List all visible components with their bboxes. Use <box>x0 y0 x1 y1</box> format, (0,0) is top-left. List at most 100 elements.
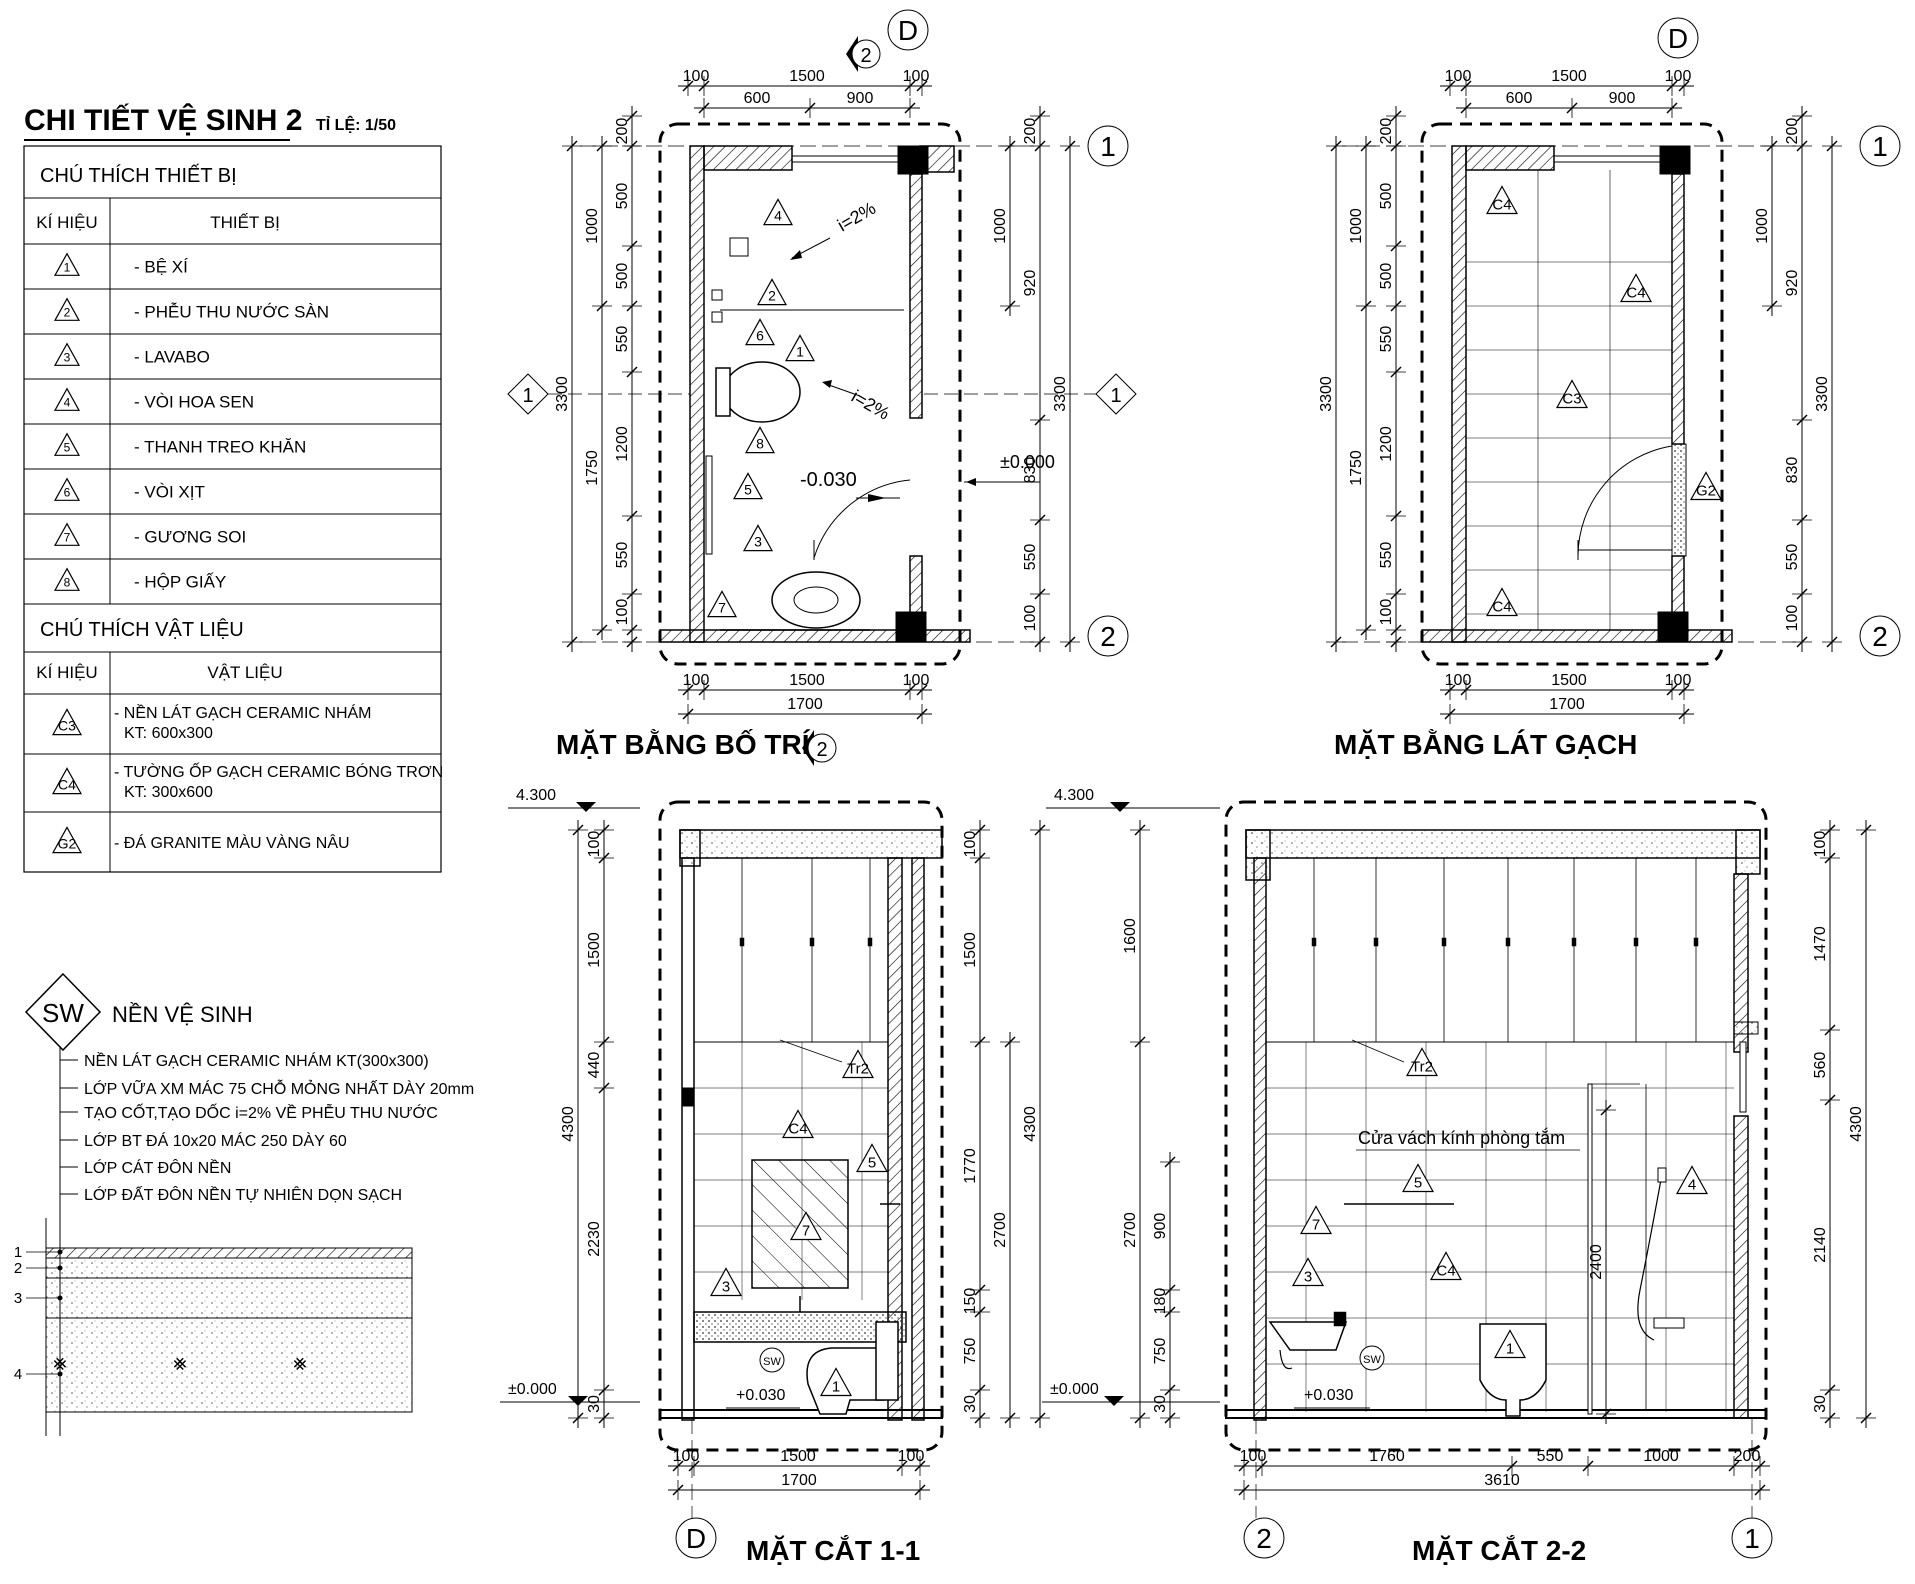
plan2-top-dim-a-2: 100 <box>1665 68 1692 85</box>
floor-marker-dot-3 <box>57 1295 63 1301</box>
sec2-right-dim-a-2: 560 <box>1812 1052 1829 1079</box>
sec2-level-base: ±0.000 <box>1050 1381 1099 1398</box>
sec1-bottom-dim-total-0: 1700 <box>781 1472 817 1489</box>
plan2-column-bottom <box>1657 611 1689 643</box>
plan1-left-dim-b-1: 1750 <box>584 450 601 486</box>
equipment-sym-1-label: 1 <box>64 260 71 274</box>
sec2-hanger-6 <box>1693 937 1699 947</box>
plan1-slope-arrow-2 <box>822 380 832 388</box>
plan2-wall-top <box>1465 145 1555 171</box>
sec2-right-dim-total-0: 4300 <box>1848 1106 1865 1142</box>
sec2-tag-5-1-label: 5 <box>1414 1175 1422 1192</box>
plan2-granite-sill <box>1671 443 1687 557</box>
plan1-wall-right-upper <box>909 173 923 419</box>
material-item-2: - TƯỜNG ỐP GẠCH CERAMIC BÓNG TRƠN <box>114 761 443 781</box>
sheet-header: CHI TIẾT VỆ SINH 2 TỈ LỆ: 1/50 <box>24 103 396 141</box>
sec2-shower-height-0: 2400 <box>1588 1244 1605 1280</box>
plan1-column-bottom <box>895 611 927 643</box>
sec1-boundary <box>658 800 944 1452</box>
plan2-top-dim-a-1: 1500 <box>1551 68 1587 85</box>
sec1-right-dim-a-3: 150 <box>962 1288 979 1315</box>
plan1-bottom-dim-a-2: 100 <box>903 672 930 689</box>
sec1-vanity-counter <box>693 1311 907 1343</box>
plan1-door-swing <box>813 479 911 559</box>
sec1-right-dim-a-4: 750 <box>962 1338 979 1365</box>
sec2-left-dim-b-0: 900 <box>1152 1213 1169 1240</box>
equipment-item-4: - VÒI HOA SEN <box>134 393 254 412</box>
material-item-1: - NỀN LÁT GẠCH CERAMIC NHÁM <box>114 703 372 722</box>
plan1-level-outside: ±0.000 <box>1000 452 1055 472</box>
plan2-left-dim-a-6: 100 <box>1378 599 1395 626</box>
floor-layer-5: LỚP CÁT ĐÔN NỀN <box>84 1158 231 1177</box>
sec2-right-dim-a-3: 2140 <box>1812 1227 1829 1263</box>
equipment-sym-5 <box>53 432 81 456</box>
plan2-left-dim-a-1: 500 <box>1378 183 1395 210</box>
sec2-sw-label: SW <box>1363 1354 1381 1366</box>
sec2-level-floor: +0.030 <box>1304 1387 1353 1404</box>
plan1-left-dim-a-5: 550 <box>614 542 631 569</box>
plan2-left-dim-a-0: 200 <box>1378 118 1395 145</box>
material-sym-c3 <box>51 708 83 736</box>
sec2-wall-left <box>1253 857 1267 1421</box>
sec1-tag-7-label: 7 <box>802 1223 810 1240</box>
sec1-tag-c4-label: C4 <box>788 1121 807 1138</box>
sec1-left-dim-a-3: 2230 <box>586 1221 603 1257</box>
material-col-symbol: KÍ HIỆU <box>36 663 97 682</box>
equipment-item-8: - HỘP GIẤY <box>134 573 226 592</box>
sec2-lintel <box>1733 1021 1759 1035</box>
plan2-right-dim-a-0: 200 <box>1784 118 1801 145</box>
plan1-tag-4-label: 4 <box>774 208 782 224</box>
plan2-top-dim-a-0: 100 <box>1445 68 1472 85</box>
equipment-sym-4 <box>53 387 81 411</box>
sec2-left-dim-a-0: 1600 <box>1122 918 1139 954</box>
sheet-title: CHI TIẾT VỆ SINH 2 <box>24 103 302 137</box>
plan1-left-dim-a-2: 500 <box>614 263 631 290</box>
plan1-lavabo <box>771 571 861 629</box>
sec1-grid-d-label: D <box>686 1523 706 1554</box>
sec2-roof-slab <box>1245 829 1761 859</box>
svg-text:⨳: ⨳ <box>173 1350 187 1375</box>
plan1-grid-1 <box>1087 125 1129 167</box>
plan1-tag-5 <box>732 472 764 500</box>
plan1-level-floor: -0.030 <box>800 469 857 491</box>
sec2-tag-tr2-0 <box>1405 1047 1439 1077</box>
plan1-tag-1 <box>784 334 816 362</box>
plan1-spray <box>711 311 723 323</box>
sec1-tag-5-label: 5 <box>868 1155 876 1172</box>
plan2-tag-c4-0 <box>1485 185 1519 215</box>
plan1-level-arrow <box>868 494 886 502</box>
sec2-lavabo-bracket <box>1333 1311 1347 1327</box>
plan1-sec2-bottom-label: 2 <box>816 739 827 761</box>
sec1-tag-7 <box>789 1211 823 1241</box>
sec1-sw-tag <box>759 1347 785 1373</box>
plan2-tag-c4-4 <box>1485 587 1519 617</box>
sec1-right-dim-b-0: 2700 <box>992 1212 1009 1248</box>
material-legend-title: CHÚ THÍCH VẬT LIỆU <box>40 618 244 641</box>
plan1-tag-8 <box>744 426 776 454</box>
sec1-floor <box>659 1409 943 1419</box>
plan2-wall-right-lower <box>1671 555 1685 617</box>
plan2-door-swing <box>1577 445 1673 557</box>
plan2-bottom-dim-a-0: 100 <box>1445 672 1472 689</box>
material-sym-c4-label: C4 <box>58 777 76 793</box>
plan1-left-dim-total-0: 3300 <box>554 376 571 412</box>
plan1-tag-8-label: 8 <box>756 436 764 452</box>
plan1-sec1-left <box>507 373 549 415</box>
equipment-item-3: - LAVABO <box>134 348 210 367</box>
equipment-sym-8-label: 8 <box>64 575 71 589</box>
plan1-tag-6 <box>744 318 776 346</box>
section-1-1: SWTr2C457314.300±0.000+0.030100150044022… <box>500 787 1050 1566</box>
plan1-slope-arrow-1 <box>790 250 802 260</box>
svg-text:⨳: ⨳ <box>293 1350 307 1375</box>
legend-frame <box>23 145 442 873</box>
plan1-tag-2 <box>756 278 788 306</box>
equipment-sym-3-label: 3 <box>64 350 71 364</box>
sec2-level-top: 4.300 <box>1054 787 1094 804</box>
sec2-boundary <box>1224 800 1768 1452</box>
sec2-tag-4-2 <box>1675 1165 1709 1195</box>
sec1-right-dim-a-0: 100 <box>962 831 979 858</box>
equipment-sym-7 <box>53 522 81 546</box>
plan1-grid-2-label: 2 <box>1100 621 1116 652</box>
plan1-left-dim-a-3: 550 <box>614 326 631 353</box>
